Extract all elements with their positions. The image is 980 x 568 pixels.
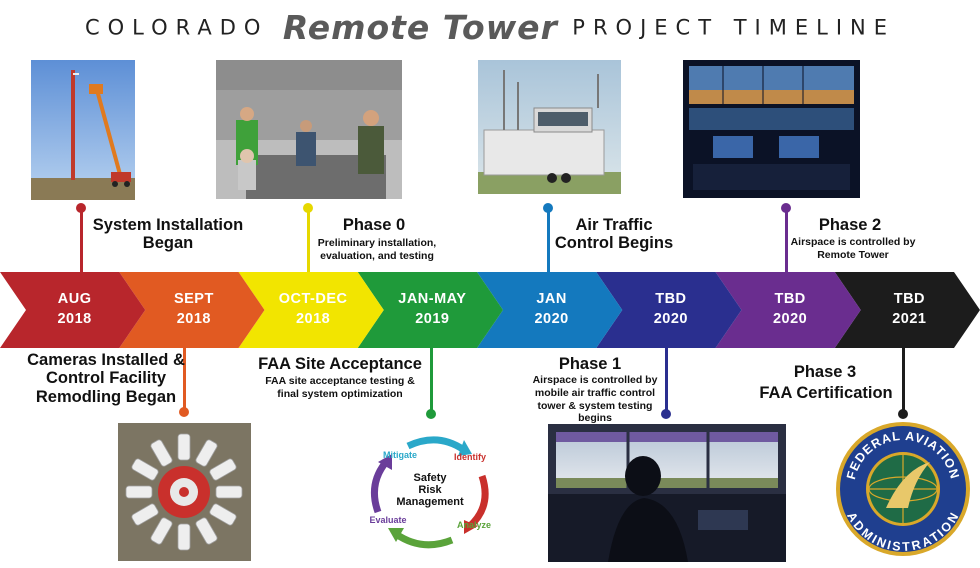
timeline-chevron-6 [715,272,861,348]
photo-control-room-meeting [216,60,402,199]
milestone-year: 2018 [57,311,92,327]
milestone-date: OCT-DEC [278,291,348,307]
photo-camera-array [118,423,251,561]
milestone-date: TBD [774,291,806,307]
title-left: COLORADO [84,15,269,40]
milestone-year: 2019 [415,311,450,327]
milestone-year: 2020 [653,311,688,327]
timeline-chevron-3 [357,272,503,348]
dot-aug-2018 [76,203,86,213]
milestone-date: JAN [536,291,567,307]
stem-sept-2018 [183,346,186,410]
label-faa-site-title: FAA Site Acceptance [258,355,422,373]
milestone-date: TBD [655,291,687,307]
srm-cycle-diagram [360,428,500,554]
milestone-date: TBD [893,291,926,307]
photo-mobile-tower-trailer [478,60,621,194]
srm-identify: Identify [453,452,486,462]
timeline-chevron-2 [238,272,384,348]
stem-oct-dec-2018 [307,210,310,272]
page-title: COLORADO Remote Tower PROJECT TIMELINE [0,8,980,48]
stem-tbd-2021 [902,346,905,412]
dot-sept-2018 [179,407,189,417]
timeline-milestone-6: TBD 2020 [735,289,845,329]
srm-evaluate: Evaluate [369,515,407,525]
label-phase3-title: Phase 3 [793,363,857,381]
milestone-year: 2020 [534,311,569,327]
timeline-arrow-band [0,272,980,348]
timeline-milestone-2: OCT-DEC 2018 [258,289,368,329]
label-cameras-installed: Cameras Installed & Control Facility Rem… [27,351,185,406]
label-phase2-title: Phase 2 [818,216,882,234]
milestone-year: 2020 [772,311,808,327]
milestone-year: 2018 [295,311,331,327]
milestone-year: 2018 [176,311,211,327]
stem-jan-2020 [547,210,550,272]
milestone-year: 2021 [892,311,927,327]
label-faa-site-desc: FAA site acceptance testing & final syst… [265,375,415,400]
label-phase0-desc: Preliminary installation, evaluation, an… [317,237,437,262]
timeline-milestone-1: SEPT 2018 [139,289,249,329]
srm-analyze: Analyze [456,520,491,530]
label-phase1-desc: Airspace is controlled by mobile air tra… [532,374,658,425]
timeline-chevron-4 [477,272,623,348]
timeline-milestone-0: AUG 2018 [20,289,130,329]
label-phase1-title: Phase 1 [558,355,622,373]
timeline-chevron-1 [119,272,265,348]
title-brand: Remote Tower [282,8,558,47]
dot-tbd-2021 [898,409,908,419]
timeline-milestone-4: JAN 2020 [497,289,607,329]
timeline-milestone-3: JAN-MAY 2019 [377,289,487,329]
photo-crane-installation [31,60,135,200]
timeline-milestone-5: TBD 2020 [616,289,726,329]
title-right: PROJECT TIMELINE [572,15,895,40]
timeline-chevron-5 [596,272,742,348]
label-phase2-desc: Airspace is controlled by Remote Tower [790,236,916,261]
faa-seal: FEDERAL AVIATION ADMINISTRATION [834,420,972,558]
photo-remote-tower-room [683,60,860,198]
dot-jan-2020 [543,203,553,213]
label-phase3-desc: FAA Certification [759,384,893,402]
dot-tbd-2020-phase1 [661,409,671,419]
stem-jan-may-2019 [430,346,433,412]
timeline-chevron-0 [0,272,146,348]
srm-center-line1: Safety [413,472,447,484]
dot-oct-dec-2018 [303,203,313,213]
srm-center-line2: Risk [418,484,442,496]
photo-operator-controller [548,424,786,562]
dot-jan-may-2019 [426,409,436,419]
milestone-date: AUG [57,291,92,307]
label-phase0-title: Phase 0 [342,216,406,234]
srm-center-line3: Management [396,496,464,508]
milestone-date: JAN-MAY [398,291,467,307]
srm-mitigate: Mitigate [382,450,417,460]
timeline-chevron-7 [834,272,980,348]
stem-tbd-2020-phase1 [665,346,668,412]
label-air-traffic: Air Traffic Control Begins [554,216,674,253]
label-system-installation: System Installation Began [92,216,244,253]
timeline-milestone-7: TBD 2021 [854,289,964,329]
dot-tbd-2020-phase2 [781,203,791,213]
milestone-date: SEPT [173,291,214,307]
stem-tbd-2020-phase2 [785,210,788,272]
stem-aug-2018 [80,210,83,272]
